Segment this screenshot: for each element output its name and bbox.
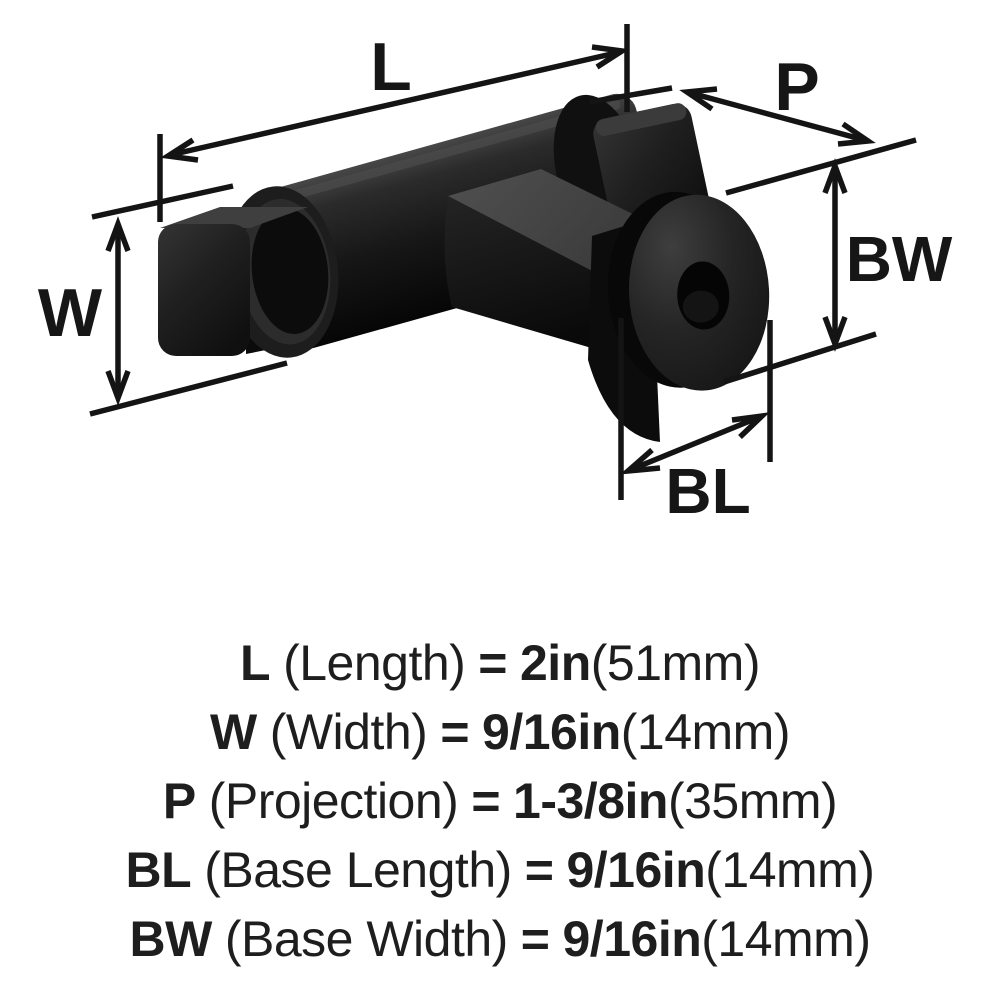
- dim-projection: [679, 86, 917, 196]
- dim-width-ext-top: [91, 183, 234, 220]
- dim-width-ext-bottom: [89, 360, 288, 417]
- dim-label-width: W: [38, 275, 103, 351]
- spec-row-base-length: BL(Base Length)=9/16in(14mm): [0, 836, 1000, 905]
- spec-metric: (14mm): [701, 911, 871, 967]
- spec-equals: =: [524, 842, 554, 898]
- spec-value: 1-3/8in: [513, 773, 668, 829]
- knob-left-cap-top: [160, 207, 308, 228]
- dim-label-base-length: BL: [665, 455, 750, 527]
- spec-symbol: W: [210, 704, 257, 760]
- spec-symbol: P: [162, 773, 196, 829]
- dim-length-ext-right: [589, 85, 673, 105]
- knob-right-cap-top: [595, 103, 687, 136]
- dim-projection-ext: [725, 137, 917, 196]
- collar-recess: [251, 208, 329, 334]
- spec-symbol: BW: [129, 911, 213, 967]
- spec-value: 2in: [520, 635, 591, 691]
- dim-base-width: [723, 158, 877, 385]
- dim-length-arrow-right: [591, 44, 630, 70]
- knob-left-collar: [225, 186, 339, 358]
- knob-illustration: [158, 93, 770, 442]
- knob-bar-highlight: [265, 100, 621, 207]
- knob-diagram: L P W BW BL: [38, 24, 953, 527]
- dim-label-length: L: [370, 29, 412, 105]
- dim-projection-arrow-left: [679, 86, 718, 112]
- dim-base-width-ext-bottom: [723, 331, 877, 385]
- spec-equals: =: [478, 635, 507, 691]
- spec-symbol: L: [240, 635, 271, 691]
- spec-metric: (14mm): [620, 704, 791, 760]
- spec-equals: =: [440, 704, 470, 760]
- knob-left-cap-face: [158, 224, 250, 356]
- spec-name: (Length): [283, 635, 466, 691]
- spec-metric: (14mm): [705, 842, 875, 898]
- spec-row-base-width: BW(Base Width)=9/16in(14mm): [0, 905, 1000, 974]
- knob-left-cap: [158, 207, 308, 356]
- spec-row-length: L(Length)=2in(51mm): [0, 629, 1000, 698]
- spec-legend: L(Length)=2in(51mm) W(Width)=9/16in(14mm…: [0, 629, 1000, 974]
- knob-base-flange: [607, 191, 770, 391]
- knob-stem-side: [444, 196, 617, 354]
- spec-metric: (51mm): [590, 635, 761, 691]
- dim-base-width-arrow-bottom: [822, 316, 848, 352]
- spec-equals: =: [471, 773, 501, 829]
- dim-width-arrow-top: [105, 216, 131, 252]
- spec-row-width: W(Width)=9/16in(14mm): [0, 698, 1000, 767]
- spec-name: (Width): [269, 704, 428, 760]
- dimension-diagram-svg: L P W BW BL: [38, 24, 953, 527]
- spec-name: (Projection): [208, 773, 459, 829]
- spec-metric: (35mm): [667, 773, 838, 829]
- dim-base-length-arrow-right: [731, 412, 771, 439]
- spec-name: (Base Width): [224, 911, 508, 967]
- spec-value: 9/16in: [566, 842, 706, 898]
- dim-width-arrow-bottom: [105, 370, 131, 406]
- screw-hole-shading: [682, 290, 719, 323]
- dim-projection-line: [686, 89, 869, 144]
- dimension-lines: [89, 24, 917, 500]
- spec-value: 9/16in: [482, 704, 621, 760]
- spec-equals: =: [520, 911, 550, 967]
- dim-length-line: [169, 49, 621, 158]
- dim-base-length-arrow-left: [619, 447, 661, 475]
- dim-label-base-width: BW: [846, 223, 953, 295]
- dim-base-width-arrow-top: [822, 158, 848, 194]
- spec-row-projection: P(Projection)=1-3/8in(35mm): [0, 767, 1000, 836]
- dimension-labels: L P W BW BL: [38, 29, 953, 527]
- dim-length: [157, 24, 673, 222]
- spec-symbol: BL: [125, 842, 192, 898]
- dim-projection-arrow-right: [837, 121, 876, 147]
- spec-name: (Base Length): [204, 842, 512, 898]
- spec-value: 9/16in: [562, 911, 702, 967]
- dim-length-arrow-left: [160, 137, 199, 163]
- dim-width: [89, 183, 288, 417]
- dim-base-length-line: [628, 413, 764, 473]
- dim-base-length: [618, 318, 773, 500]
- dim-label-projection: P: [774, 49, 819, 125]
